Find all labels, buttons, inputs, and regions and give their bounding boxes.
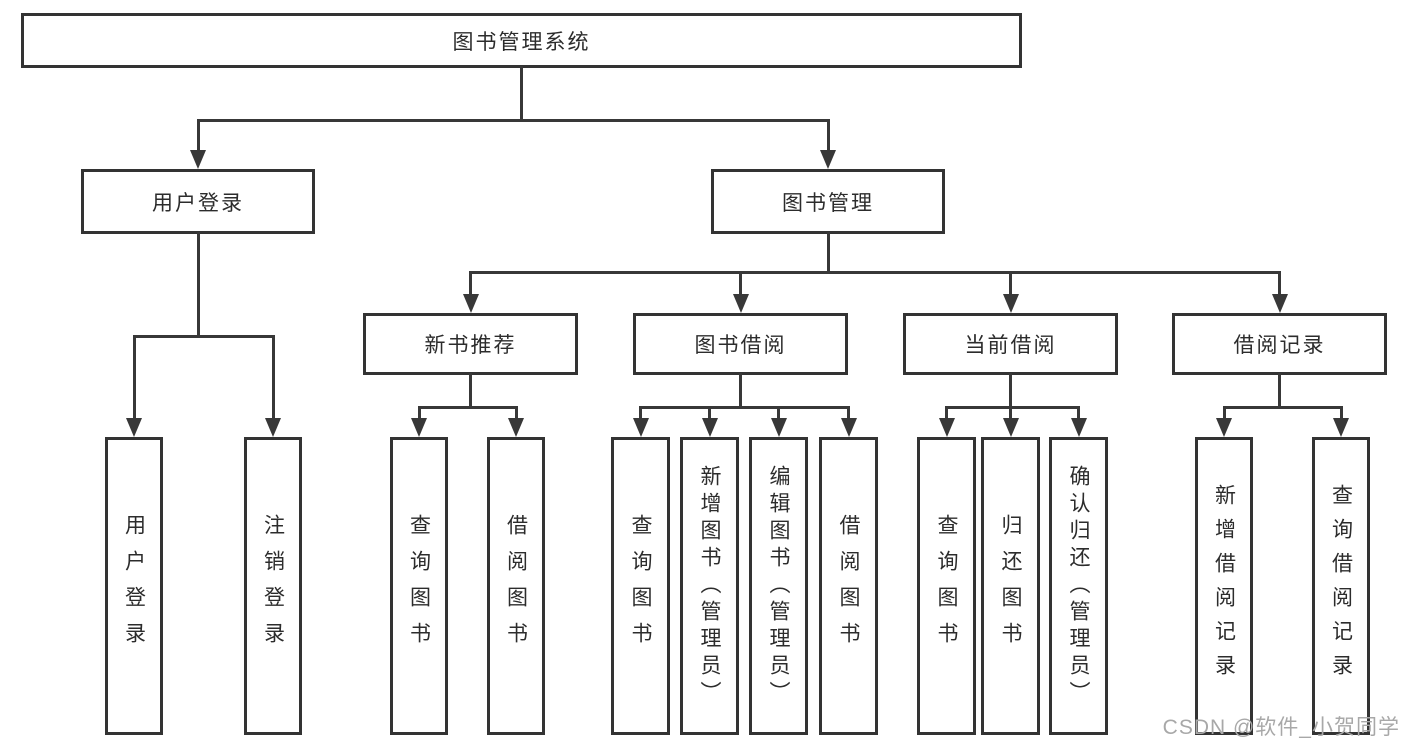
- node-label: 用户登录: [152, 191, 244, 215]
- connector-line: [826, 119, 830, 152]
- connector-line: [1009, 271, 1012, 296]
- arrow-down-icon: [820, 150, 836, 169]
- leaf-borrow-books-a: 借阅图书: [487, 437, 545, 735]
- arrow-down-icon: [462, 294, 479, 313]
- connector-line: [1278, 373, 1281, 409]
- arrow-down-icon: [632, 418, 649, 437]
- connector-line: [469, 373, 472, 409]
- csdn-watermark: CSDN @软件_小贺同学: [1162, 716, 1400, 739]
- arrow-down-icon: [411, 418, 427, 437]
- leaf-logout: 注销登录: [244, 437, 302, 735]
- leaf-return-book: 归还图书: [981, 437, 1040, 735]
- node-user-login: 用户登录: [81, 169, 315, 234]
- leaf-label: 归还图书: [999, 514, 1022, 658]
- connector-line: [945, 406, 948, 420]
- leaf-add-book-admin: 新增图书（管理员）: [680, 437, 739, 735]
- node-borrowing-records: 借阅记录: [1172, 313, 1387, 375]
- leaf-label: 查询图书: [629, 514, 652, 658]
- leaf-label: 借阅图书: [837, 514, 860, 658]
- leaf-confirm-return-admin: 确认归还（管理员）: [1049, 437, 1108, 735]
- leaf-label: 编辑图书（管理员）: [767, 464, 790, 708]
- arrow-down-icon: [190, 150, 206, 169]
- connector-line: [469, 271, 472, 296]
- connector-line: [132, 334, 275, 338]
- arrow-down-icon: [1002, 418, 1019, 437]
- node-book-borrowing: 图书借阅: [633, 313, 848, 375]
- connector-line: [196, 118, 830, 122]
- leaf-label: 借阅图书: [504, 514, 528, 658]
- leaf-query-books-a: 查询图书: [390, 437, 448, 735]
- leaf-add-borrow-record: 新增借阅记录: [1195, 437, 1253, 735]
- connector-line: [639, 406, 642, 420]
- node-new-book-recommendation: 新书推荐: [363, 313, 578, 375]
- connector-line: [739, 271, 742, 296]
- arrow-down-icon: [265, 418, 281, 437]
- arrow-down-icon: [732, 294, 749, 313]
- arrow-down-icon: [126, 418, 142, 437]
- arrow-down-icon: [1002, 294, 1019, 313]
- leaf-query-borrow-record: 查询借阅记录: [1312, 437, 1370, 735]
- connector-line: [132, 335, 136, 420]
- leaf-label: 查询图书: [935, 514, 958, 658]
- connector-line: [708, 406, 711, 420]
- leaf-label: 注销登录: [261, 514, 285, 658]
- leaf-label: 新增图书（管理员）: [698, 464, 721, 708]
- connector-line: [514, 406, 518, 420]
- connector-line: [196, 119, 200, 152]
- arrow-down-icon: [1070, 418, 1087, 437]
- connector-line: [520, 66, 523, 122]
- leaf-query-books-b: 查询图书: [611, 437, 670, 735]
- node-label: 新书推荐: [424, 334, 517, 357]
- connector-line: [271, 335, 275, 420]
- connector-line: [1339, 406, 1343, 420]
- connector-line: [945, 405, 1080, 409]
- arrow-down-icon: [938, 418, 955, 437]
- connector-line: [1009, 373, 1012, 409]
- node-label: 图书管理: [782, 191, 874, 215]
- connector-line: [1222, 405, 1343, 409]
- leaf-label: 查询借阅记录: [1329, 484, 1353, 688]
- node-book-management: 图书管理: [711, 169, 945, 234]
- arrow-down-icon: [840, 418, 857, 437]
- leaf-query-books-c: 查询图书: [917, 437, 976, 735]
- node-label: 图书借阅: [694, 334, 787, 357]
- connector-line: [847, 406, 850, 420]
- connector-line: [826, 232, 830, 274]
- connector-line: [777, 406, 780, 420]
- leaf-label: 新增借阅记录: [1212, 484, 1236, 688]
- connector-line: [469, 270, 1281, 274]
- leaf-edit-book-admin: 编辑图书（管理员）: [749, 437, 808, 735]
- leaf-label: 确认归还（管理员）: [1067, 464, 1090, 708]
- leaf-label: 查询图书: [407, 514, 431, 658]
- arrow-down-icon: [770, 418, 787, 437]
- connector-line: [1278, 271, 1281, 296]
- connector-line: [639, 405, 850, 409]
- connector-line: [1222, 406, 1226, 420]
- connector-line: [1009, 406, 1012, 420]
- node-label: 借阅记录: [1233, 334, 1326, 357]
- connector-line: [417, 405, 518, 409]
- connector-line: [739, 373, 742, 409]
- arrow-down-icon: [1271, 294, 1288, 313]
- connector-line: [196, 232, 200, 338]
- connector-line: [1077, 406, 1080, 420]
- arrow-down-icon: [508, 418, 524, 437]
- arrow-down-icon: [701, 418, 718, 437]
- node-current-borrowing: 当前借阅: [903, 313, 1118, 375]
- arrow-down-icon: [1333, 418, 1349, 437]
- leaf-label: 用户登录: [122, 514, 146, 658]
- node-label: 图书管理系统: [452, 30, 591, 54]
- leaf-borrow-books-b: 借阅图书: [819, 437, 878, 735]
- leaf-user-login: 用户登录: [105, 437, 163, 735]
- connector-line: [417, 406, 421, 420]
- node-label: 当前借阅: [964, 334, 1057, 357]
- arrow-down-icon: [1216, 418, 1232, 437]
- node-library-management-system: 图书管理系统: [21, 13, 1022, 68]
